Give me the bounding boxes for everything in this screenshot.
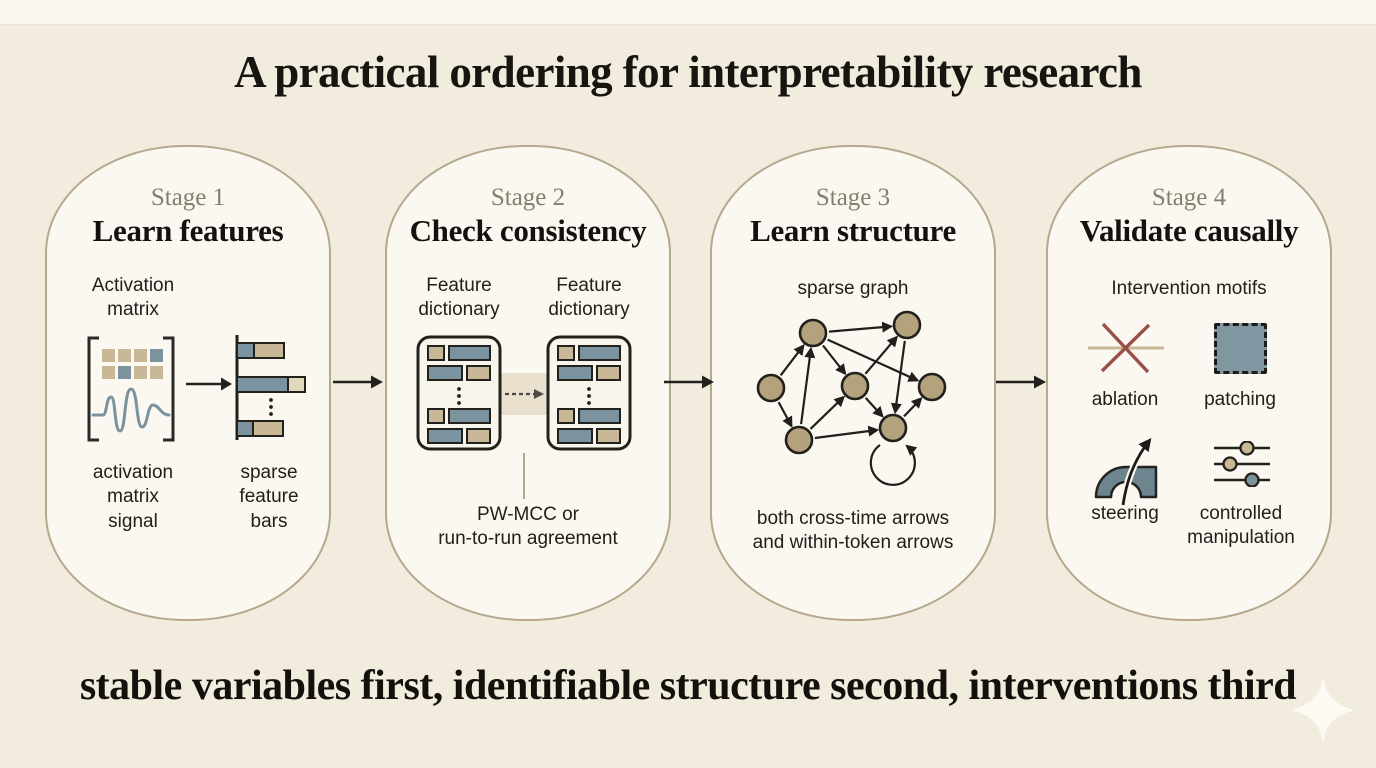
page-title: A practical ordering for interpretabilit… (234, 47, 1142, 97)
sparse-graph-caption: sparse graph (797, 278, 909, 299)
connector-line (523, 453, 525, 499)
controlled-manipulation-label: controlled manipulation (1187, 503, 1295, 549)
stage-4-pill: Stage 4 Validate causally Intervention m… (1046, 145, 1332, 621)
stage1-to-stage2-arrow-icon (333, 375, 383, 389)
activation-matrix-icon (87, 336, 175, 442)
patching-label: patching (1204, 389, 1276, 410)
feature-dictionary-caption-left: Feature dictionary (418, 275, 500, 321)
graph-footnote: both cross-time arrows and within-token … (752, 508, 954, 554)
feature-dictionary-icon (546, 335, 632, 451)
arrow-icon (186, 377, 232, 391)
comparison-band (500, 373, 547, 415)
patching-icon (1214, 323, 1267, 374)
steering-label: steering (1091, 503, 1159, 524)
stage-3-label: Stage 3 (815, 184, 891, 211)
stage-2-label: Stage 2 (490, 184, 566, 211)
sparse-graph-icon (756, 310, 947, 486)
sparkle-icon (1292, 676, 1354, 744)
ablation-icon (1088, 322, 1164, 374)
sparse-feature-bars-label: sparse feature bars (239, 462, 299, 532)
intervention-motifs-caption: Intervention motifs (1111, 278, 1267, 299)
ablation-label: ablation (1091, 389, 1159, 410)
stage-2-pill: Stage 2 Check consistency Feature dictio… (385, 145, 671, 621)
feature-dictionary-icon (416, 335, 502, 451)
footer-takeaway: stable variables first, identifiable str… (79, 663, 1297, 709)
pwmcc-footnote: PW-MCC or run-to-run agreement (438, 504, 618, 550)
stage-1-title: Learn features (92, 213, 284, 248)
stage-3-pill: Stage 3 Learn structure sparse graph (710, 145, 996, 621)
top-strip (0, 0, 1376, 25)
stage-1-label: Stage 1 (150, 184, 226, 211)
stage-4-label: Stage 4 (1151, 184, 1227, 211)
feature-dictionary-caption-right: Feature dictionary (548, 275, 630, 321)
sliders-icon (1214, 441, 1270, 487)
steering-icon (1094, 437, 1158, 506)
stage-3-title: Learn structure (750, 213, 956, 248)
stage-2-title: Check consistency (409, 213, 647, 248)
activation-matrix-caption: Activation matrix (91, 275, 175, 321)
dashed-arrow-icon (504, 389, 544, 399)
stage2-to-stage3-arrow-icon (664, 375, 714, 389)
stage-1-pill: Stage 1 Learn features Activation matrix… (45, 145, 331, 621)
stage-4-title: Validate causally (1079, 213, 1299, 248)
activation-matrix-signal-label: activation matrix signal (92, 462, 174, 532)
sparse-feature-bars-icon (235, 335, 306, 440)
stage3-to-stage4-arrow-icon (996, 375, 1046, 389)
